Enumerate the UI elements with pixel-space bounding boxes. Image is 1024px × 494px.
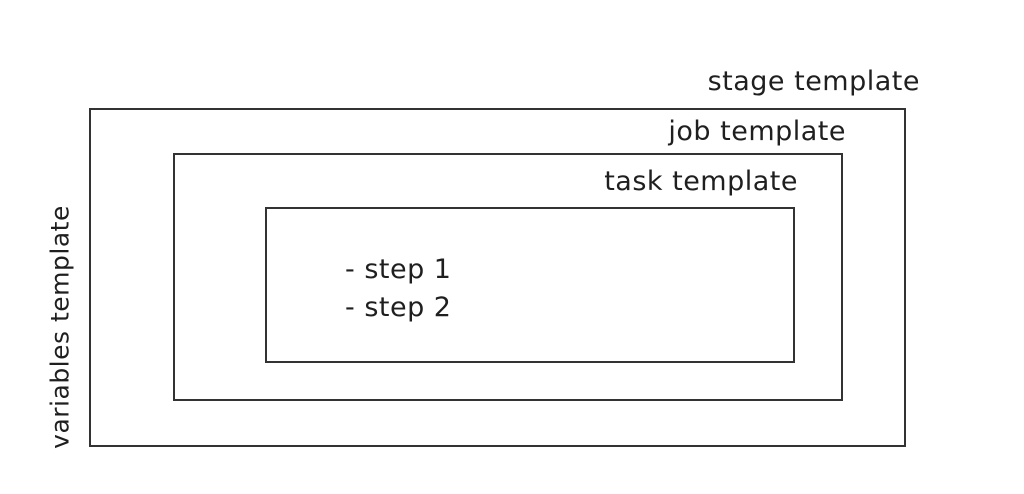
step-item: - step 2: [345, 292, 452, 323]
job-template-label: job template: [668, 116, 846, 147]
task-template-label: task template: [604, 166, 798, 197]
stage-template-label: stage template: [707, 66, 920, 97]
job-template-box: [173, 153, 843, 401]
task-template-box: - step 1 - step 2: [265, 207, 795, 363]
stage-template-box: [89, 108, 906, 447]
variables-template-label: variables template: [45, 205, 75, 449]
steps-list: - step 1 - step 2: [345, 251, 452, 327]
step-item: - step 1: [345, 254, 452, 285]
